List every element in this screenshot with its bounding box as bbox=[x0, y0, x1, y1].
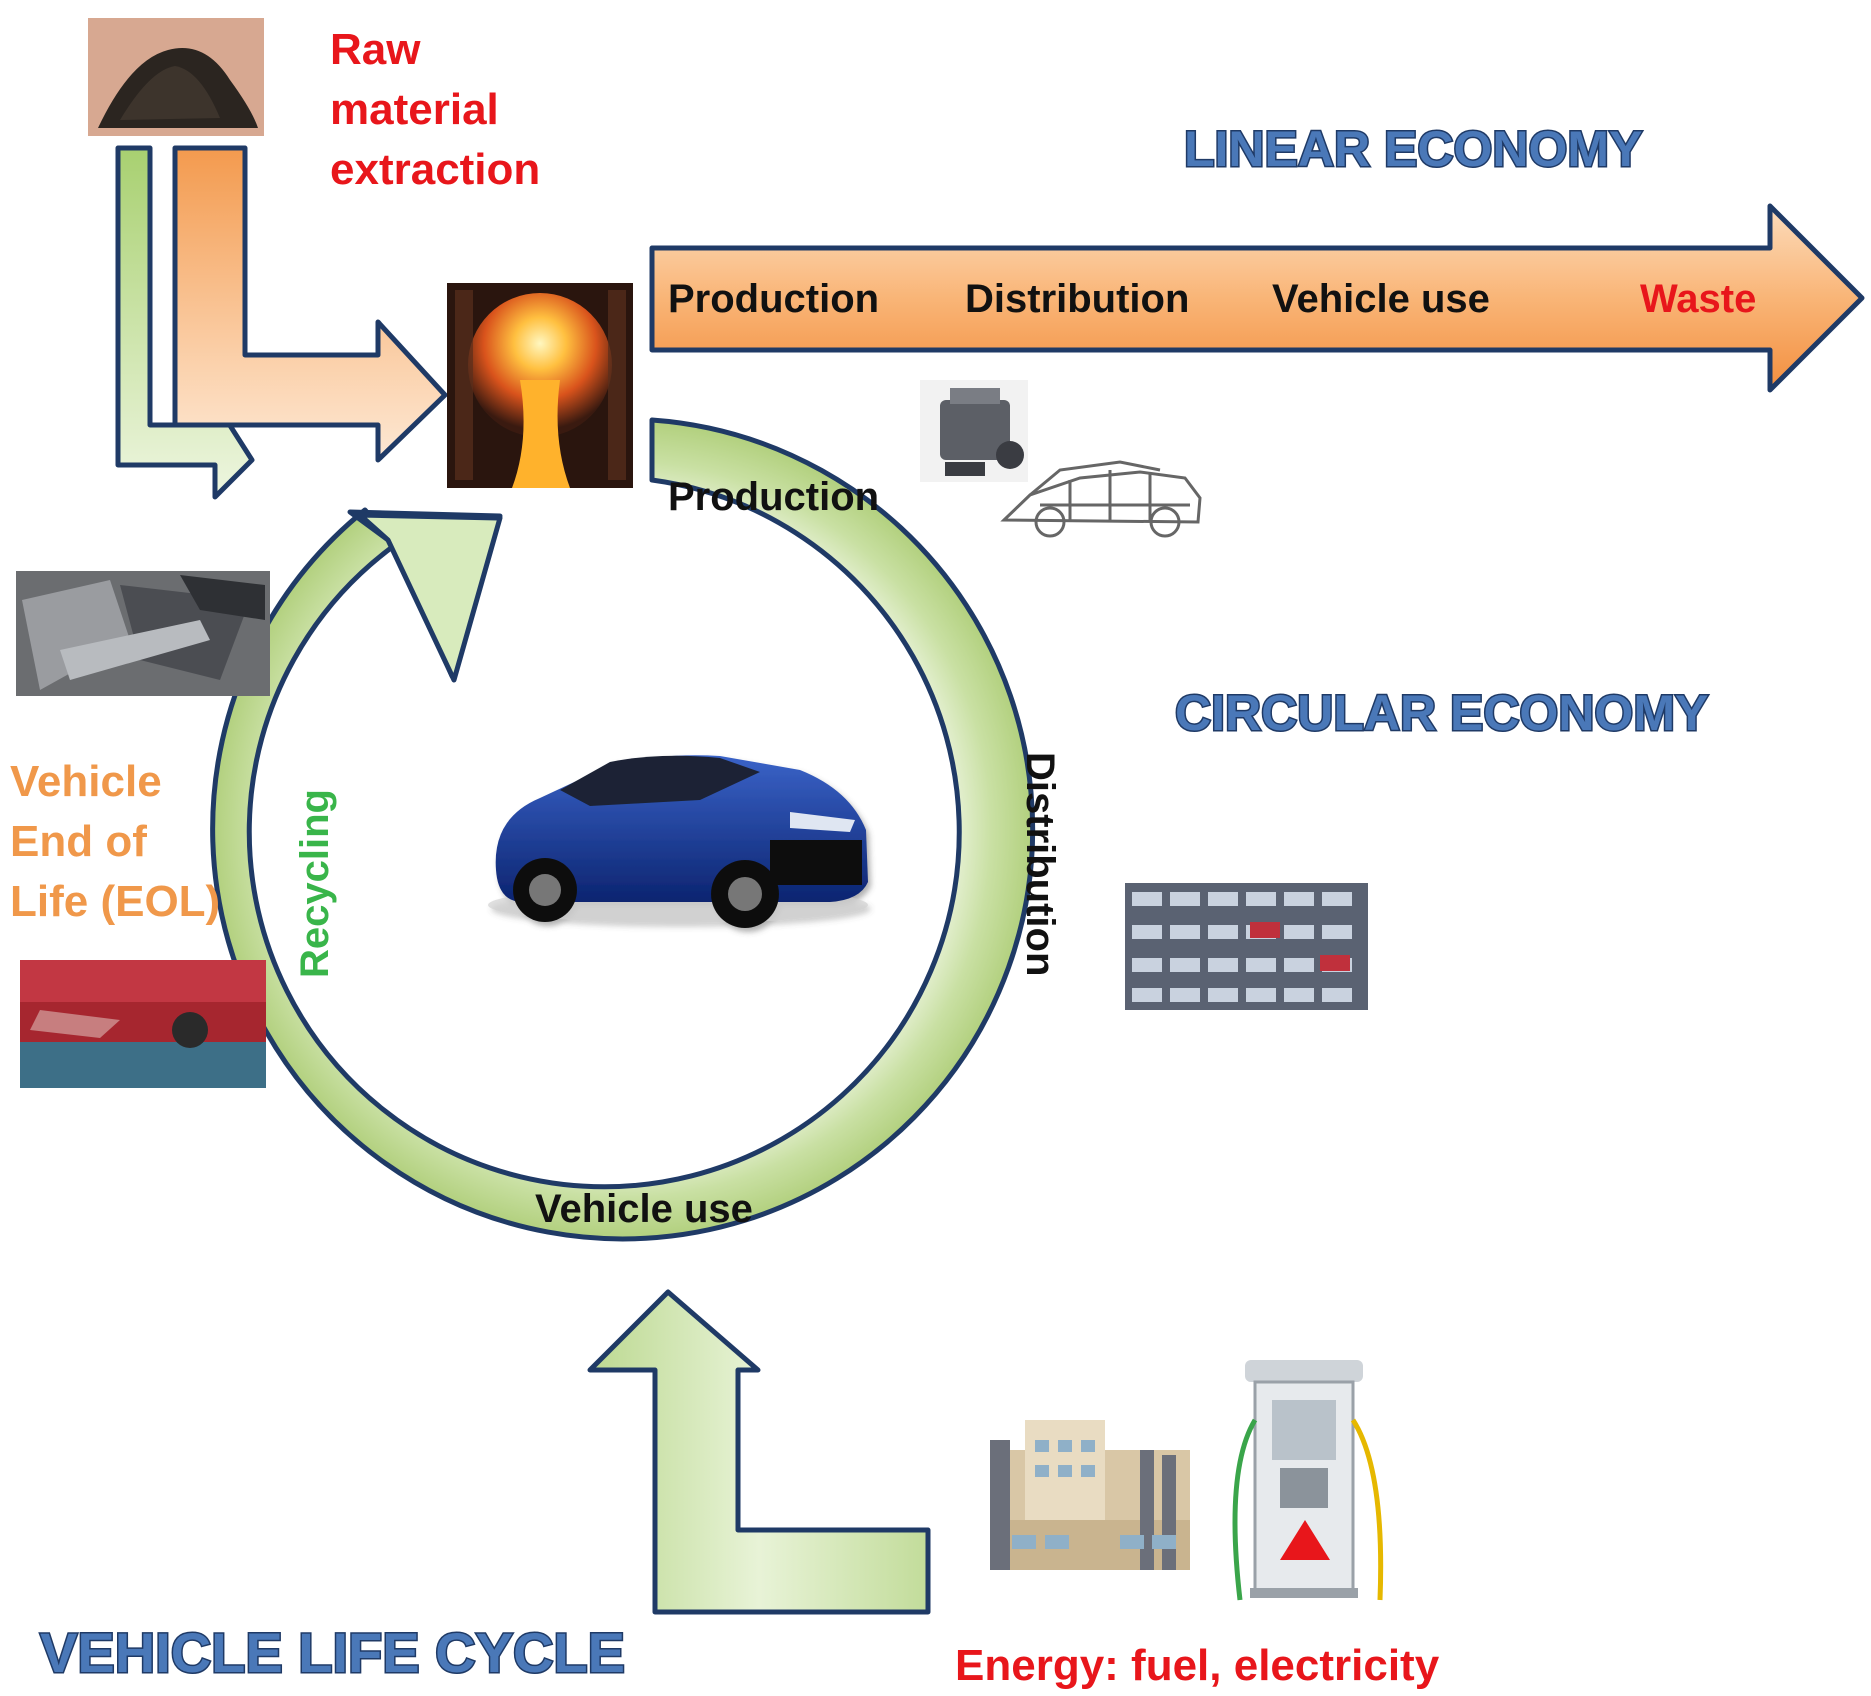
ore-pile-icon bbox=[88, 18, 264, 136]
factory-icon bbox=[990, 1420, 1190, 1570]
scrap-metal-icon bbox=[16, 571, 270, 696]
circular-stage-vehicle-use: Vehicle use bbox=[535, 1187, 753, 1231]
crushed-cars-icon bbox=[20, 960, 266, 1088]
circular-stage-recycling: Recycling bbox=[293, 789, 337, 978]
parked-cars-icon bbox=[1125, 883, 1368, 1010]
fuel-pump-icon bbox=[1232, 1360, 1384, 1601]
linear-economy-arrow bbox=[649, 203, 1865, 393]
molten-metal-icon bbox=[447, 283, 633, 488]
raw-material-label: Raw material extraction bbox=[330, 25, 540, 194]
linear-stage-waste: Waste bbox=[1640, 277, 1756, 321]
energy-input-arrow bbox=[587, 1289, 931, 1615]
linear-stage-distribution: Distribution bbox=[965, 277, 1189, 321]
energy-label: Energy: fuel, electricity bbox=[955, 1641, 1440, 1690]
circular-stage-distribution: Distribution bbox=[1018, 752, 1062, 976]
circular-economy-ring bbox=[210, 417, 1036, 1242]
eol-label: Vehicle End of Life (EOL) bbox=[10, 757, 220, 926]
linear-economy-title: LINEAR ECONOMY bbox=[1184, 121, 1642, 177]
orange-input-arrow bbox=[172, 145, 448, 463]
linear-stage-vehicle-use: Vehicle use bbox=[1272, 277, 1490, 321]
car-frame-icon bbox=[1000, 460, 1202, 538]
circular-stage-production: Production bbox=[668, 475, 879, 519]
recycling-arrowhead-tip bbox=[357, 512, 503, 683]
car-icon bbox=[488, 755, 868, 928]
circular-economy-title: CIRCULAR ECONOMY bbox=[1175, 685, 1708, 741]
linear-stage-production: Production bbox=[668, 277, 879, 321]
vehicle-life-cycle-title: VEHICLE LIFE CYCLE bbox=[40, 1621, 625, 1684]
engine-icon bbox=[920, 380, 1028, 482]
